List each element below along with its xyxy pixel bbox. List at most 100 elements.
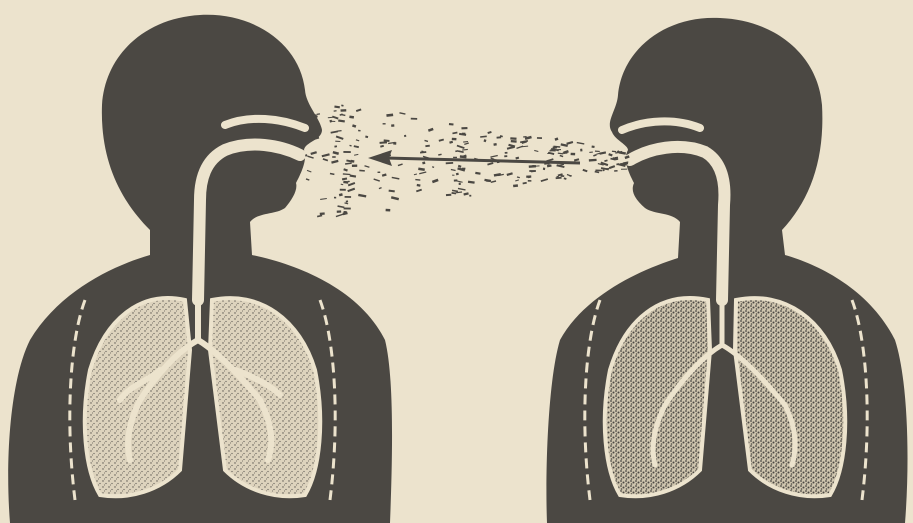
droplet <box>425 145 430 147</box>
droplet <box>458 165 462 168</box>
droplet <box>528 180 532 182</box>
droplet <box>457 145 465 149</box>
droplet <box>604 159 608 162</box>
droplet <box>349 116 354 119</box>
droplet <box>548 152 554 155</box>
droplet <box>391 124 394 127</box>
droplet <box>343 181 348 184</box>
droplet <box>338 119 345 122</box>
droplet <box>534 150 538 152</box>
droplet <box>343 151 350 153</box>
droplet <box>515 179 519 181</box>
droplet <box>330 173 335 175</box>
droplet <box>380 145 384 148</box>
droplet <box>422 162 425 165</box>
droplet <box>510 137 516 140</box>
droplet <box>523 182 527 185</box>
droplet <box>599 151 606 154</box>
droplet <box>513 184 518 187</box>
droplet <box>571 153 576 156</box>
droplet <box>339 193 343 196</box>
droplet <box>343 168 348 171</box>
droplet <box>469 195 471 197</box>
droplet <box>458 150 464 153</box>
droplet <box>490 155 498 158</box>
droplet <box>449 141 453 144</box>
droplet <box>580 149 582 152</box>
droplet <box>382 173 387 176</box>
droplet <box>334 110 337 112</box>
droplet <box>577 142 585 145</box>
droplet <box>342 178 347 181</box>
droplet <box>352 124 356 128</box>
droplet <box>574 158 579 161</box>
droplet <box>404 135 406 137</box>
droplet <box>334 106 340 109</box>
droplet <box>331 160 338 164</box>
droplet <box>455 150 458 152</box>
droplet <box>547 164 552 167</box>
droplet <box>345 162 352 164</box>
droplet <box>320 212 325 215</box>
droplet <box>602 169 604 171</box>
droplet <box>328 117 333 119</box>
droplet <box>340 189 346 191</box>
droplet <box>468 181 475 184</box>
droplet <box>563 152 568 154</box>
droplet <box>416 189 422 193</box>
droplet <box>411 118 417 120</box>
droplet <box>415 179 420 181</box>
droplet <box>399 112 405 115</box>
droplet <box>307 156 314 159</box>
droplet <box>453 157 457 158</box>
droplet <box>364 165 369 168</box>
droplet <box>446 194 451 196</box>
droplet <box>322 153 330 157</box>
droplet <box>464 142 469 145</box>
droplet <box>609 165 615 169</box>
droplet <box>614 170 618 172</box>
droplet <box>380 141 388 144</box>
droplet <box>589 152 593 153</box>
droplet <box>589 159 597 162</box>
droplet <box>487 162 493 165</box>
droplet <box>350 175 357 178</box>
droplet <box>593 154 597 157</box>
droplet <box>566 141 573 145</box>
droplet <box>386 209 391 212</box>
droplet <box>461 127 467 129</box>
droplet <box>451 192 456 194</box>
droplet <box>373 178 380 181</box>
droplet <box>354 145 359 148</box>
droplet <box>537 137 542 139</box>
droplet <box>323 158 329 161</box>
droplet <box>432 179 439 184</box>
droplet <box>341 184 344 186</box>
droplet <box>463 141 468 143</box>
droplet <box>582 169 587 172</box>
droplet <box>383 123 386 124</box>
droplet <box>420 151 426 153</box>
droplet <box>306 178 310 180</box>
droplet <box>343 212 348 216</box>
droplet <box>344 208 351 210</box>
droplet <box>419 171 426 174</box>
droplet <box>463 192 468 195</box>
droplet <box>621 169 627 170</box>
droplet <box>451 169 456 171</box>
droplet <box>515 157 519 160</box>
droplet <box>310 151 317 155</box>
droplet <box>320 198 327 200</box>
droplet <box>446 162 453 164</box>
droplet <box>595 151 600 153</box>
droplet <box>365 136 368 139</box>
droplet <box>341 105 344 107</box>
left-person <box>8 15 392 523</box>
droplet <box>307 170 312 173</box>
droplet <box>480 136 487 138</box>
droplet <box>336 136 344 140</box>
droplet <box>337 210 342 213</box>
droplet <box>564 177 567 179</box>
droplet <box>336 213 344 217</box>
